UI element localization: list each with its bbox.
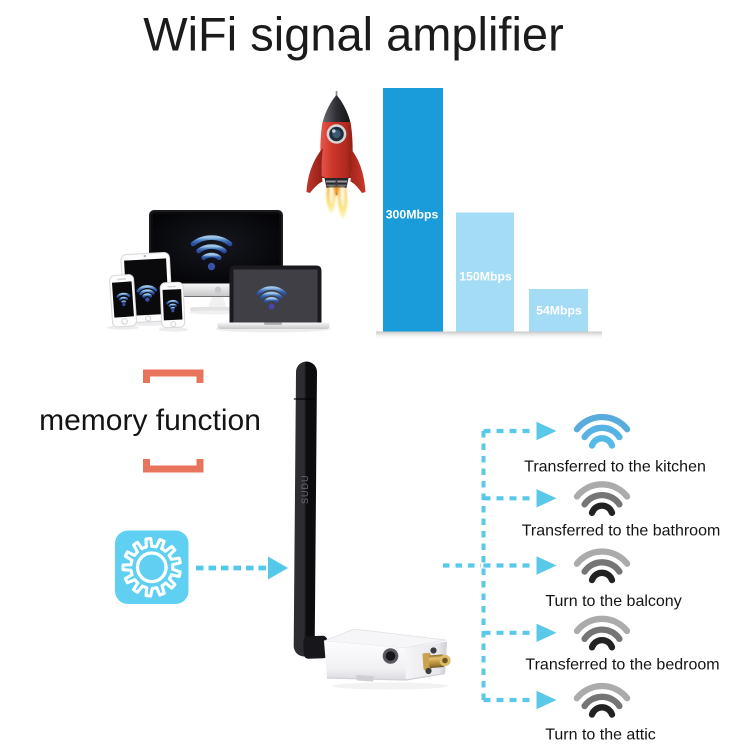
svg-text:54Mbps: 54Mbps	[536, 304, 582, 318]
svg-text:SUDU: SUDU	[300, 474, 310, 504]
svg-text:Transferred to the bathroom: Transferred to the bathroom	[522, 523, 721, 540]
svg-text:300Mbps: 300Mbps	[386, 208, 439, 222]
svg-text:Turn to the balcony: Turn to the balcony	[545, 593, 681, 610]
svg-text:memory function: memory function	[39, 404, 261, 437]
svg-text:Transferred to the kitchen: Transferred to the kitchen	[524, 459, 706, 476]
svg-text:150Mbps: 150Mbps	[459, 270, 512, 284]
svg-text:WiFi signal amplifier: WiFi signal amplifier	[143, 8, 563, 61]
svg-text:Transferred to the bedroom: Transferred to the bedroom	[525, 657, 719, 674]
svg-text:Turn to the attic: Turn to the attic	[545, 727, 656, 744]
